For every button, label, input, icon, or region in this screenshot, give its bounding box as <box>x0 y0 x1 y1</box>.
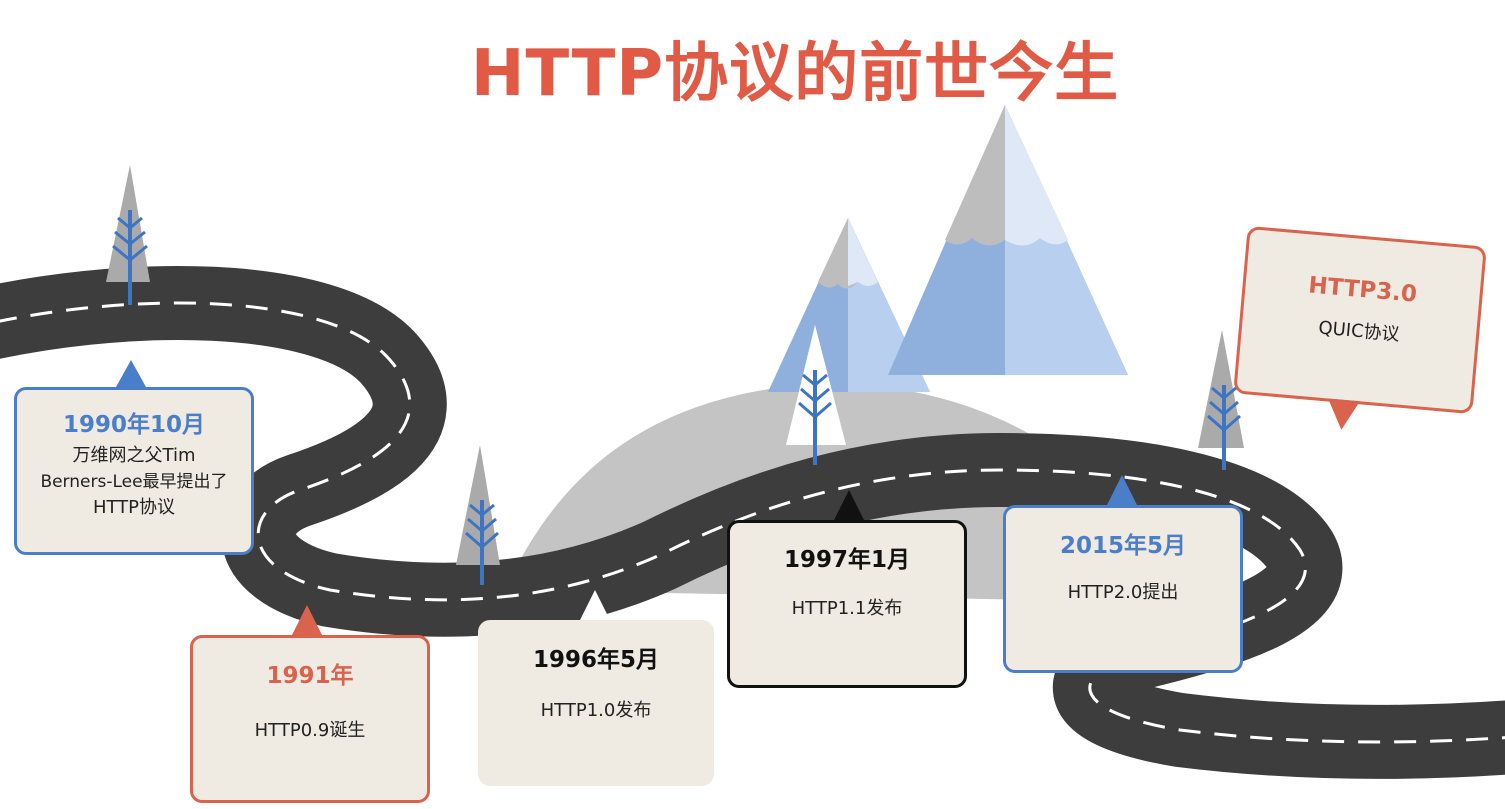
milestone-date: 1996年5月 <box>532 647 660 673</box>
milestone-date: 1991年 <box>266 663 354 689</box>
tree-1 <box>106 165 150 305</box>
milestone-desc-line: QUIC协议 <box>1317 317 1401 346</box>
milestone-desc-line: HTTP0.9诞生 <box>254 720 366 741</box>
milestone-desc-line: HTTP1.1发布 <box>791 598 903 619</box>
pointer-1990 <box>116 360 146 387</box>
milestone-desc-line: HTTP2.0提出 <box>1067 582 1179 603</box>
pointer-1996 <box>580 590 610 620</box>
tree-4 <box>1198 330 1244 470</box>
pointer-1991 <box>292 605 322 635</box>
milestone-desc-line: 万维网之父Tim <box>72 445 196 466</box>
milestone-desc-line: HTTP1.0发布 <box>540 700 652 721</box>
milestone-http3-group: HTTP3.0 QUIC协议 <box>1233 225 1487 432</box>
milestone-card-1997: 1997年1月 HTTP1.1发布 <box>727 520 967 688</box>
milestone-card-http3: HTTP3.0 QUIC协议 <box>1233 225 1487 415</box>
tree-3 <box>786 325 846 465</box>
milestone-desc-line: HTTP协议 <box>92 497 176 518</box>
milestone-date: 1997年1月 <box>783 547 911 573</box>
page-title: HTTP协议的前世今生 <box>470 37 1120 111</box>
milestone-card-1990: 1990年10月 万维网之父Tim Berners-Lee最早提出了 HTTP协… <box>14 387 254 555</box>
tree-2 <box>456 445 500 585</box>
milestone-date: 2015年5月 <box>1059 533 1187 559</box>
milestone-date: 1990年10月 <box>62 412 206 438</box>
milestone-card-1991: 1991年 HTTP0.9诞生 <box>190 635 430 803</box>
milestone-desc-line: Berners-Lee最早提出了 <box>40 472 228 492</box>
milestone-card-2015: 2015年5月 HTTP2.0提出 <box>1003 505 1243 673</box>
milestone-date: HTTP3.0 <box>1307 272 1418 308</box>
pointer-2015 <box>1107 475 1137 505</box>
pointer-1997 <box>834 490 864 520</box>
pointer-http3 <box>1325 398 1360 432</box>
milestone-card-1996: 1996年5月 HTTP1.0发布 <box>478 620 714 786</box>
